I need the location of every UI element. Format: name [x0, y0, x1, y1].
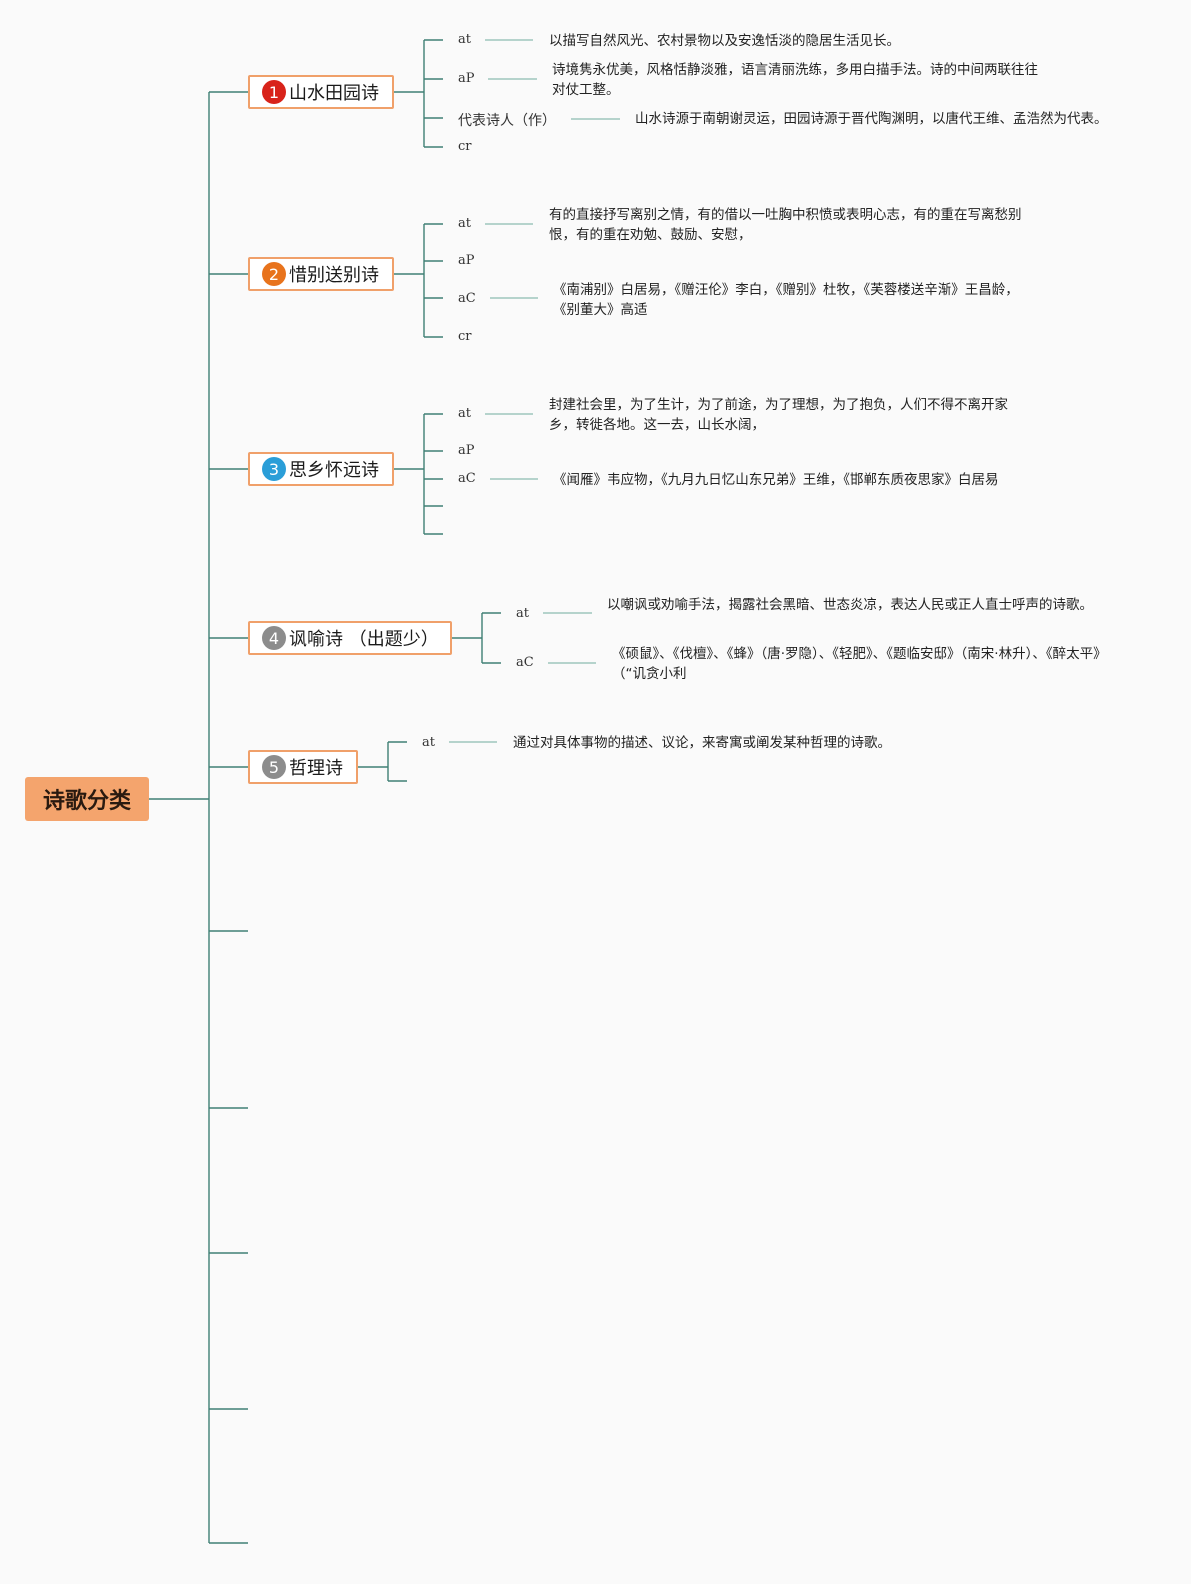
branch-text: 封建社会里，为了生计，为了前途，为了理想，为了抱负，人们不得不离开家乡，转徙各地…: [549, 397, 1008, 433]
branch-text: 诗境隽永优美，风格恬静淡雅，语言清丽洗练，多用白描手法。诗的中间两联往往对仗工整…: [552, 62, 1038, 98]
branch-label[interactable]: aP: [458, 253, 475, 268]
category-node-homesick[interactable]: 3 思乡怀远诗: [248, 452, 394, 486]
category-label: 哲理诗: [289, 758, 343, 779]
number-badge-2: 2: [262, 262, 286, 286]
branch-label[interactable]: 代表诗人（作）: [458, 113, 556, 129]
branch-label[interactable]: aC: [516, 655, 534, 670]
branch-label[interactable]: aC: [458, 291, 476, 306]
branch-label[interactable]: cr: [458, 139, 472, 154]
branch-label[interactable]: cr: [458, 329, 472, 344]
category-label: 思乡怀远诗: [289, 460, 379, 481]
branch-label[interactable]: aC: [458, 471, 476, 486]
branch-label[interactable]: at: [458, 406, 471, 421]
number-badge-4: 4: [262, 626, 286, 650]
branch-text: 《硕鼠》、《伐檀》、《蜂》（唐·罗隐）、《轻肥》、《题临安邸》（南宋·林升）、《…: [612, 646, 1107, 682]
branch-label[interactable]: at: [458, 32, 471, 47]
category-node-farewell[interactable]: 2 惜别送别诗: [248, 257, 394, 291]
branch-text: 通过对具体事物的描述、议论，来寄寓或阐发某种哲理的诗歌。: [513, 735, 891, 751]
branch-label[interactable]: at: [516, 606, 529, 621]
number-badge-3: 3: [262, 457, 286, 481]
branch-text: 以描写自然风光、农村景物以及安逸恬淡的隐居生活见长。: [549, 33, 900, 49]
number-badge-5: 5: [262, 755, 286, 779]
root-node[interactable]: 诗歌分类: [25, 777, 149, 821]
category-label: 山水田园诗: [289, 83, 379, 104]
branch-text: 《闻雁》韦应物，《九月九日忆山东兄弟》王维，《邯郸东质夜思家》白居易: [553, 472, 999, 488]
branch-text: 山水诗源于南朝谢灵运，田园诗源于晋代陶渊明，以唐代王维、孟浩然为代表。: [635, 111, 1108, 127]
number-badge-1: 1: [262, 80, 286, 104]
branch-text: 《南浦别》白居易，《赠汪伦》李白，《赠别》杜牧，《芙蓉楼送辛渐》王昌龄，《别董大…: [553, 282, 1019, 318]
branch-label[interactable]: at: [458, 216, 471, 231]
category-label: 惜别送别诗: [289, 265, 379, 286]
branch-label[interactable]: at: [422, 735, 435, 750]
category-node-landscape[interactable]: 1 山水田园诗: [248, 75, 394, 109]
branch-text: 有的直接抒写离别之情，有的借以一吐胸中积愤或表明心志，有的重在写离愁别恨，有的重…: [549, 207, 1022, 243]
branch-text: 以嘲讽或劝喻手法，揭露社会黑暗、世态炎凉，表达人民或正人直士呼声的诗歌。: [607, 597, 1093, 613]
branch-label[interactable]: aP: [458, 71, 475, 86]
category-node-philosophy[interactable]: 5 哲理诗: [248, 750, 358, 784]
category-node-satire[interactable]: 4 讽喻诗 （出题少）: [248, 621, 452, 655]
category-label: 讽喻诗 （出题少）: [289, 629, 439, 650]
branch-label[interactable]: aP: [458, 443, 475, 458]
